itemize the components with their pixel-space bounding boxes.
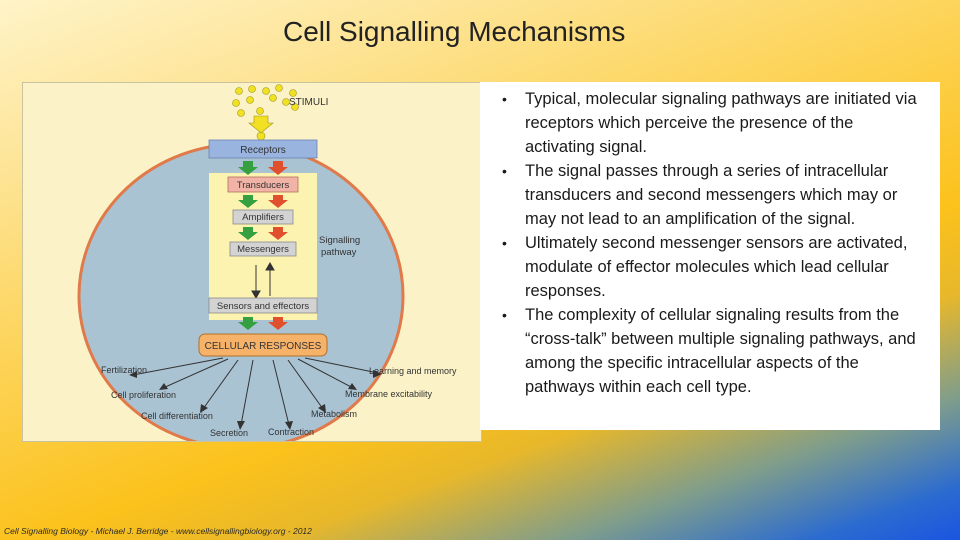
bullet-text: Typical, molecular signaling pathways ar…	[525, 90, 917, 156]
receptors-label: Receptors	[240, 145, 286, 156]
response-cell-proliferation: Cell proliferation	[111, 390, 176, 400]
messengers-box	[229, 241, 297, 257]
messenger-feedback-arrows	[251, 261, 275, 300]
bullet-item: • Ultimately second messenger sensors are…	[480, 231, 930, 303]
response-fertilization: Fertilization	[101, 365, 147, 375]
response-contraction: Contraction	[268, 427, 314, 437]
amplifiers-box	[232, 209, 294, 225]
arrow-red-2	[268, 195, 288, 208]
stimuli-arrows	[248, 115, 274, 134]
bullet-marker: •	[502, 307, 507, 323]
bullet-text: The complexity of cellular signaling res…	[525, 306, 916, 396]
messengers-label: Messengers	[237, 244, 289, 255]
amplifiers-label: Amplifiers	[242, 212, 284, 223]
bullet-marker: •	[502, 235, 507, 251]
bullet-list: • Typical, molecular signaling pathways a…	[480, 87, 930, 399]
bullet-item: • The complexity of cellular signaling re…	[480, 303, 930, 399]
receptors-box	[208, 139, 318, 159]
arrow-green-3	[238, 227, 258, 240]
response-secretion: Secretion	[210, 428, 248, 438]
bullet-item: • Typical, molecular signaling pathways a…	[480, 87, 930, 159]
response-arrowheads	[129, 370, 382, 430]
response-arrows	[132, 357, 379, 426]
sensors-effectors-box	[208, 297, 318, 314]
response-membrane-excitability: Membrane excitability	[345, 389, 433, 399]
arrow-green-2	[238, 195, 258, 208]
slide-footer: Cell Signalling Biology - Michael J. Ber…	[4, 526, 312, 536]
slide-title: Cell Signalling Mechanisms	[283, 16, 626, 47]
response-learning-memory: Learning and memory	[369, 366, 457, 376]
bullet-text-panel: • Typical, molecular signaling pathways a…	[480, 82, 940, 430]
bullet-item: • The signal passes through a series of i…	[480, 159, 930, 231]
transducers-label: Transducers	[237, 180, 290, 191]
arrow-red-3	[268, 227, 288, 240]
bullet-text: The signal passes through a series of in…	[525, 162, 898, 228]
arrow-green-4	[238, 317, 258, 330]
bullet-marker: •	[502, 163, 507, 179]
stimuli-dots	[232, 84, 299, 141]
cellular-responses-box	[198, 333, 328, 357]
stimuli-label: STIMULI	[289, 97, 328, 108]
response-cell-differentiation: Cell differentiation	[141, 411, 213, 421]
pathway-label-line1: Signalling	[319, 235, 360, 246]
response-metabolism: Metabolism	[311, 409, 357, 419]
sensors-effectors-label: Sensors and effectors	[217, 301, 309, 312]
bullet-marker: •	[502, 91, 507, 107]
transducers-box	[227, 176, 299, 193]
pathway-label-line2: pathway	[321, 247, 357, 258]
diagram-svg: STIMULI Receptors Transducers Amplifiers…	[77, 84, 457, 441]
arrow-red-1	[268, 161, 288, 175]
cellular-responses-label: CELLULAR RESPONSES	[205, 341, 322, 352]
signalling-diagram: STIMULI Receptors Transducers Amplifiers…	[22, 82, 482, 442]
arrow-green-1	[238, 161, 258, 175]
arrow-red-4	[268, 317, 288, 330]
bullet-text: Ultimately second messenger sensors are …	[525, 234, 908, 300]
